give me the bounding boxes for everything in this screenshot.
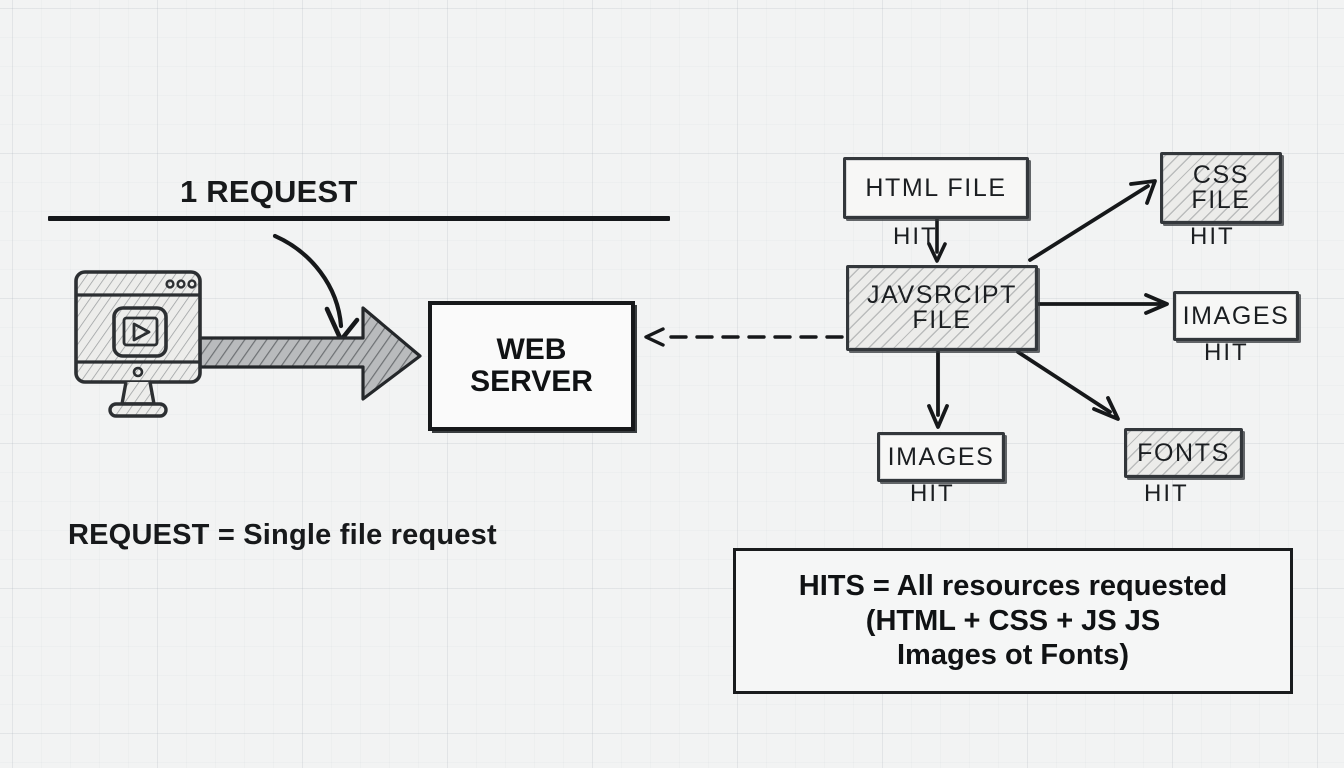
js-to-server-dashed-arrow xyxy=(644,327,844,347)
javascript-file-label: JAVSRCIPT FILE xyxy=(866,281,1018,334)
css-file-label: CSS FILE xyxy=(1191,161,1251,214)
images-right-label: IMAGES xyxy=(1182,301,1290,330)
html-file-hit-label: HIT xyxy=(893,223,938,250)
js-to-css-arrow xyxy=(1028,179,1157,262)
web-server-label: WEB SERVER xyxy=(470,333,593,398)
client-to-server-arrow xyxy=(198,306,422,401)
images-bottom-hit-label: HIT xyxy=(910,480,955,507)
monitor-with-video-play-icon xyxy=(74,270,202,418)
hits-legend-box: HITS = All resources requested (HTML + C… xyxy=(733,548,1293,694)
images-right-hit-label: HIT xyxy=(1204,339,1249,366)
images-bottom-box: IMAGES xyxy=(877,432,1005,482)
request-heading: 1 REQUEST xyxy=(180,174,358,209)
fonts-hit-label: HIT xyxy=(1144,480,1189,507)
request-legend-text: REQUEST = Single file request xyxy=(68,519,497,551)
web-server-box: WEB SERVER xyxy=(428,301,635,431)
html-file-box: HTML FILE xyxy=(843,157,1029,219)
css-file-box: CSS FILE xyxy=(1160,152,1282,224)
js-to-images-right-arrow xyxy=(1035,293,1169,315)
curved-request-arrow xyxy=(272,233,360,343)
fonts-label: FONTS xyxy=(1137,438,1230,467)
images-bottom-label: IMAGES xyxy=(887,442,995,471)
heading-underline xyxy=(48,216,670,221)
images-right-box: IMAGES xyxy=(1173,291,1299,341)
hits-legend-text: HITS = All resources requested (HTML + C… xyxy=(798,569,1228,672)
html-file-label: HTML FILE xyxy=(865,173,1007,202)
fonts-box: FONTS xyxy=(1124,428,1243,478)
css-file-hit-label: HIT xyxy=(1190,223,1235,250)
javascript-file-box: JAVSRCIPT FILE xyxy=(846,265,1038,351)
js-to-fonts-arrow xyxy=(1016,350,1120,421)
js-to-images-bottom-arrow xyxy=(927,350,949,429)
